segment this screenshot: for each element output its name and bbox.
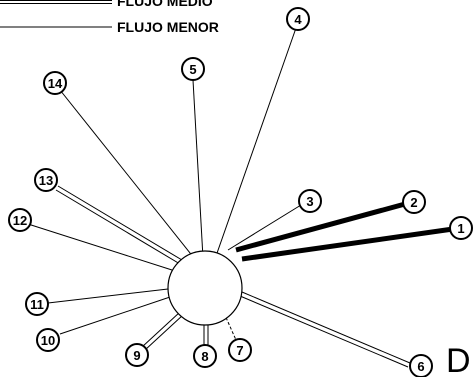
- corner-letter: D: [446, 342, 471, 377]
- node-12-circle: [8, 208, 32, 232]
- flow-line-12: [27, 223, 173, 271]
- node-13: 13: [34, 168, 58, 192]
- node-6: 6: [409, 354, 433, 377]
- node-7-circle: [228, 338, 252, 362]
- node-13-label: 13: [39, 173, 53, 188]
- flow-line-13-a: [57, 185, 188, 264]
- node-9: 9: [125, 343, 149, 367]
- node-4-label: 4: [294, 12, 302, 27]
- node-1-label: 1: [457, 221, 464, 236]
- flow-line-13: [55, 185, 188, 268]
- node-3-label: 3: [306, 194, 313, 209]
- flow-line-9-a: [141, 311, 181, 348]
- node-10-circle: [36, 328, 60, 352]
- node-8-label: 8: [201, 349, 208, 364]
- flow-line-6-a: [241, 291, 411, 364]
- flow-lines: [27, 27, 461, 368]
- node-7-label: 7: [236, 343, 243, 358]
- flow-line-9: [141, 311, 184, 351]
- legend: FLUJO MEDIO FLUJO MENOR: [0, 0, 219, 35]
- node-1-circle: [449, 216, 473, 240]
- flow-line-13-b: [55, 189, 186, 268]
- node-9-circle: [125, 343, 149, 367]
- node-5-label: 5: [189, 62, 196, 77]
- node-11: 11: [25, 292, 49, 316]
- legend-item-flujo-menor: FLUJO MENOR: [0, 19, 219, 35]
- flow-line-2: [235, 201, 406, 253]
- node-12-label: 12: [13, 213, 27, 228]
- node-14: 14: [43, 71, 67, 95]
- node-6-label: 6: [417, 359, 424, 374]
- node-14-label: 14: [48, 76, 63, 91]
- node-5-circle: [181, 57, 205, 81]
- legend-label-flujo-medio: FLUJO MEDIO: [117, 0, 213, 9]
- node-11-label: 11: [30, 297, 44, 312]
- node-2-label: 2: [410, 195, 417, 210]
- flow-line-10: [59, 295, 174, 335]
- flow-line-14: [59, 89, 199, 264]
- flow-line-9-b: [144, 314, 184, 351]
- node-14-circle: [43, 71, 67, 95]
- node-4: 4: [286, 7, 310, 31]
- node-2: 2: [402, 190, 426, 214]
- node-5: 5: [181, 57, 205, 81]
- flow-line-1: [241, 225, 461, 262]
- flow-line-5: [192, 79, 204, 259]
- flow-line-11: [47, 288, 169, 304]
- flow-line-6: [239, 291, 411, 368]
- node-8: 8: [193, 344, 217, 368]
- node-3: 3: [298, 189, 322, 213]
- legend-item-flujo-medio: FLUJO MEDIO: [0, 0, 213, 9]
- node-9-label: 9: [133, 348, 140, 363]
- node-4-circle: [286, 7, 310, 31]
- node-6-circle: [409, 354, 433, 377]
- node-7: 7: [228, 338, 252, 362]
- node-2-circle: [402, 190, 426, 214]
- node-8-circle: [193, 344, 217, 368]
- node-3-circle: [298, 189, 322, 213]
- node-12: 12: [8, 208, 32, 232]
- node-10: 10: [36, 328, 60, 352]
- flow-line-6-b: [239, 295, 409, 368]
- hub-circle: [167, 250, 243, 326]
- node-10-label: 10: [41, 333, 55, 348]
- node-13-circle: [34, 168, 58, 192]
- flow-line-4: [215, 27, 297, 257]
- legend-label-flujo-menor: FLUJO MENOR: [117, 19, 219, 35]
- node-11-circle: [25, 292, 49, 316]
- node-1: 1: [449, 216, 473, 240]
- flow-line-3: [227, 204, 302, 251]
